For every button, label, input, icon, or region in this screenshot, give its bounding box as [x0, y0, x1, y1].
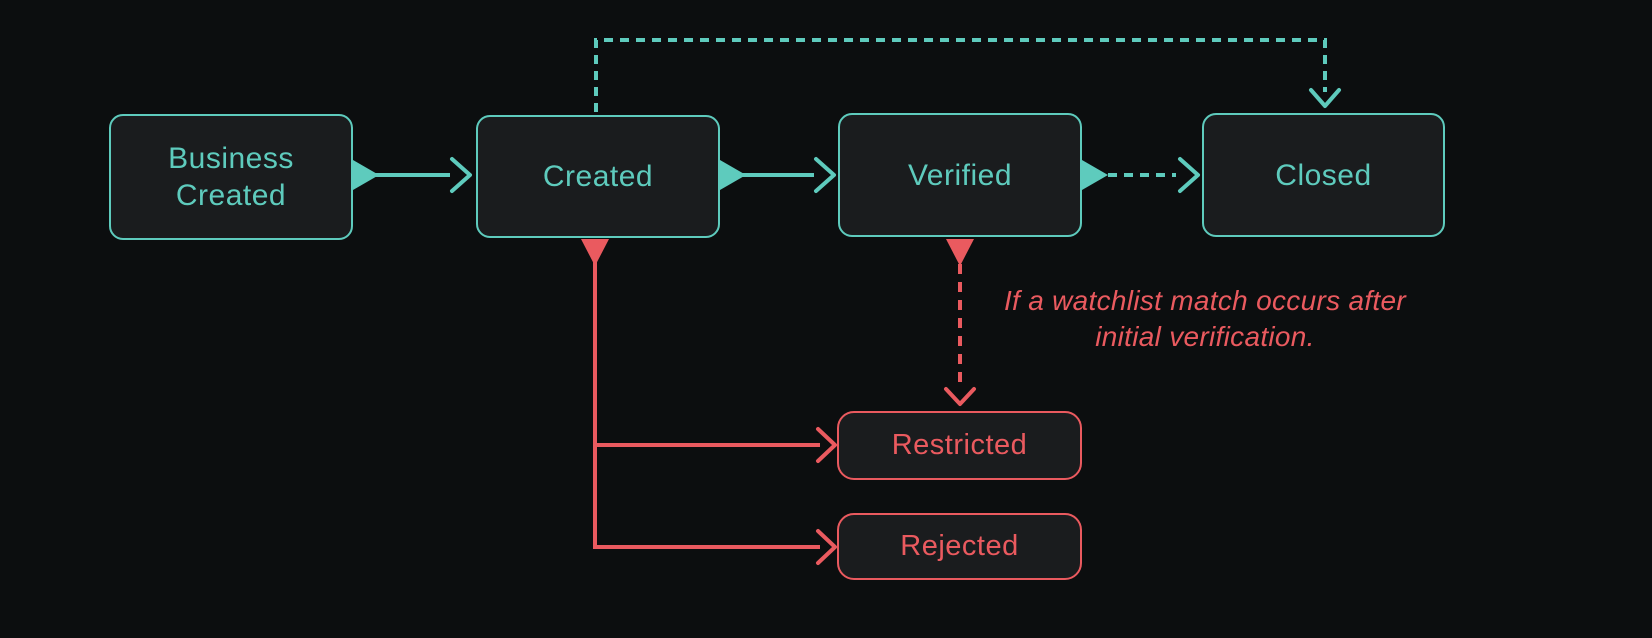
edge-created-to-restricted-and-rejected [581, 239, 837, 565]
arrowhead-chevron [450, 157, 472, 193]
node-verified: Verified [838, 113, 1082, 237]
edge-tail-triangle [1082, 160, 1108, 190]
edge-created-to-closed-over-top [594, 38, 1341, 112]
edge-created-to-verified [720, 157, 836, 193]
node-label: Created [542, 160, 654, 193]
edge-verified-to-restricted [944, 239, 976, 406]
node-closed: Closed [1202, 113, 1445, 237]
node-restricted: Restricted [837, 411, 1082, 480]
edge-note-line-1: If a watchlist match occurs after [1003, 285, 1407, 316]
arrowhead-chevron [1309, 88, 1341, 108]
arrowhead-chevron-rejected [816, 529, 837, 565]
node-rejected: Rejected [837, 513, 1082, 580]
edge-tail-triangle [581, 239, 609, 266]
edge-tail-triangle [353, 160, 379, 190]
edge-business-created-to-created [353, 157, 472, 193]
node-label: Business Created [168, 142, 294, 212]
node-label: Closed [1275, 158, 1372, 192]
arrowhead-chevron [1178, 157, 1200, 193]
edge-note-watchlist-match: If a watchlist match occurs after initia… [935, 283, 1475, 355]
node-business-created: Business Created [109, 114, 353, 240]
node-label: Verified [907, 158, 1013, 192]
edge-tail-triangle [720, 160, 746, 190]
edge-line [594, 38, 1327, 112]
edge-trunk-line [593, 262, 820, 549]
node-created: Created [476, 115, 720, 238]
edge-note-line-2: initial verification. [1095, 321, 1315, 352]
arrowhead-chevron [944, 387, 976, 406]
arrowhead-chevron [814, 157, 836, 193]
arrowhead-chevron-restricted [816, 427, 837, 463]
node-label: Restricted [891, 429, 1028, 461]
node-label: Rejected [900, 530, 1019, 562]
edge-verified-to-closed [1082, 157, 1200, 193]
edge-tail-triangle [946, 239, 974, 266]
